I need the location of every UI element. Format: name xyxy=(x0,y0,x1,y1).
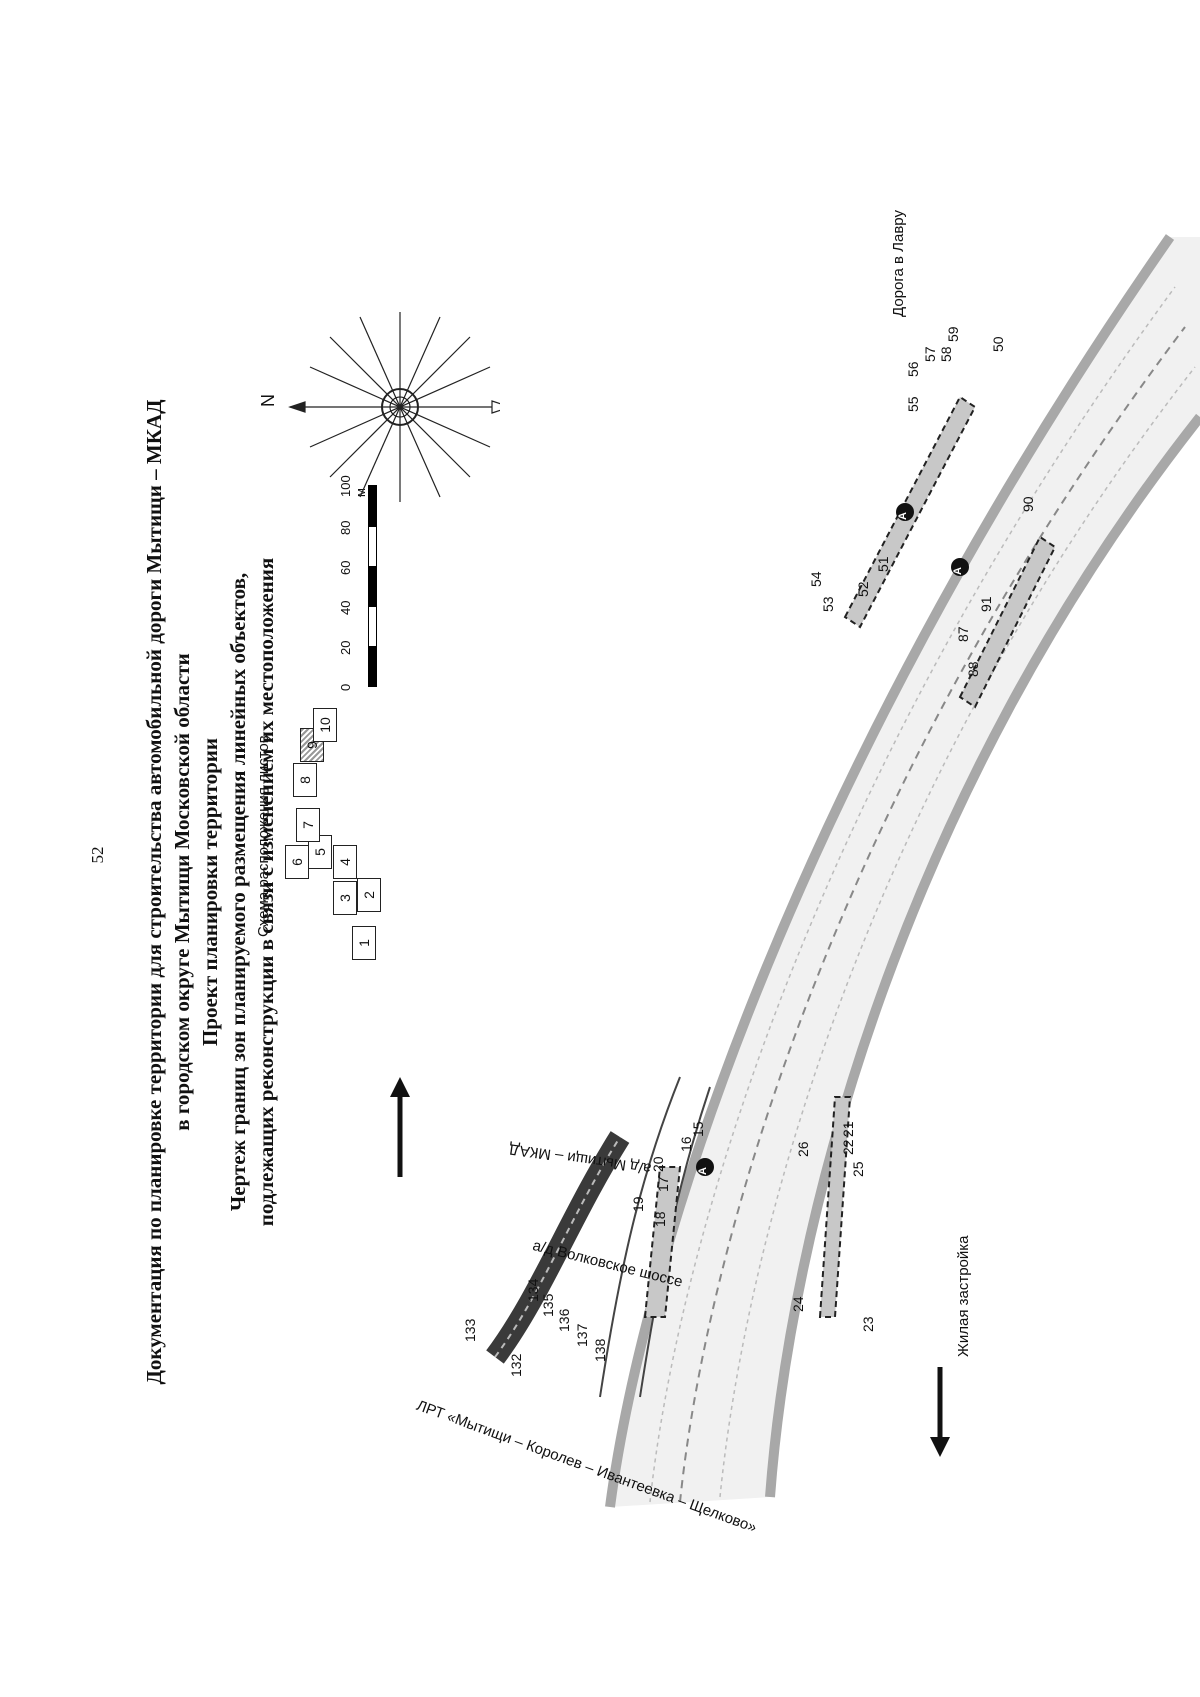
marker-a-label-3: A xyxy=(952,567,964,575)
marker-a-3 xyxy=(951,558,969,576)
point-label: 91 xyxy=(978,596,994,612)
lane-line-1 xyxy=(649,286,1176,1503)
point-label: 55 xyxy=(905,396,921,412)
point-label: 57 xyxy=(922,346,938,362)
zone-87-91 xyxy=(958,535,1057,709)
point-label: 51 xyxy=(875,556,891,572)
point-label: 136 xyxy=(556,1308,572,1332)
mkad-carriageway xyxy=(610,237,1200,1507)
marker-a-label-1: A xyxy=(697,1167,709,1175)
marker-a-2 xyxy=(896,503,914,521)
arrow-residential-icon xyxy=(930,1367,950,1457)
point-label: 20 xyxy=(650,1156,666,1172)
volkovskoe-road-edge xyxy=(599,1076,681,1398)
point-label: 135 xyxy=(540,1293,556,1317)
point-label: 19 xyxy=(630,1196,646,1212)
point-label: 88 xyxy=(965,661,981,677)
point-label: 21 xyxy=(840,1121,856,1137)
point-label: 59 xyxy=(945,326,961,342)
point-label: 137 xyxy=(574,1323,590,1347)
marker-a-label-2: A xyxy=(897,512,909,520)
point-label: 138 xyxy=(592,1338,608,1362)
point-label: 24 xyxy=(790,1296,806,1312)
lane-line-2 xyxy=(719,366,1196,1498)
point-label: 50 xyxy=(990,336,1006,352)
point-label: 132 xyxy=(508,1353,524,1377)
compass-rose-icon xyxy=(288,312,500,502)
mkad-south-edge xyxy=(765,413,1200,1498)
point-label: 133 xyxy=(462,1318,478,1342)
label-road-lavra: Дорога в Лавру xyxy=(890,210,907,317)
point-label: 15 xyxy=(690,1121,706,1137)
point-label: 16 xyxy=(678,1136,694,1152)
mkad-north-edge xyxy=(605,234,1175,1508)
point-label: 18 xyxy=(652,1211,668,1227)
point-label: 58 xyxy=(938,346,954,362)
arrow-volkovskoe-icon xyxy=(390,1077,410,1177)
zone-15-20 xyxy=(643,1166,682,1318)
point-label: 22 xyxy=(840,1139,856,1155)
point-label: 87 xyxy=(955,626,971,642)
label-residential: Жилая застройка xyxy=(955,1235,972,1357)
point-label: 54 xyxy=(808,571,824,587)
lrt-track xyxy=(486,1131,630,1364)
point-label: 52 xyxy=(855,581,871,597)
point-label: 53 xyxy=(820,596,836,612)
point-label: 23 xyxy=(860,1316,876,1332)
point-label: 56 xyxy=(905,361,921,377)
point-label: 90 xyxy=(1020,496,1036,512)
point-label: 26 xyxy=(795,1141,811,1157)
marker-a-1 xyxy=(696,1158,714,1176)
point-label: 134 xyxy=(525,1278,541,1302)
mkad-centerline xyxy=(679,326,1186,1503)
zone-21-25 xyxy=(818,1096,852,1318)
point-label: 25 xyxy=(850,1161,866,1177)
point-label: 17 xyxy=(655,1176,671,1192)
